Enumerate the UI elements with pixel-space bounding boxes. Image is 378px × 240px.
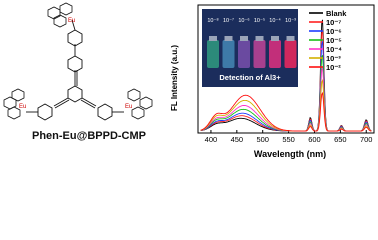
series-line [200,78,372,132]
x-tick-labels: 400 450 500 550 600 650 700 [205,130,373,144]
x-tick-label: 650 [334,135,347,144]
vial-label: 10⁻³ [285,18,296,24]
series-line [200,91,372,132]
x-tick-label: 550 [282,135,295,144]
vial [253,40,266,68]
vial-cap [271,36,279,41]
vial-label: 10⁻⁷ [223,17,234,24]
x-tick-label: 400 [205,135,218,144]
eu-label: Eu [19,104,26,110]
vial [207,40,219,68]
vial-label: 10⁻⁶ [238,17,249,24]
vial [284,40,297,68]
plot-area [200,19,372,132]
vial-label: 10⁻⁵ [254,17,265,24]
vial-cap [209,36,217,41]
legend-label: 10⁻³ [326,54,341,63]
x-tick-label: 700 [360,135,373,144]
legend-label: 10⁻² [326,63,341,72]
plot-frame [197,4,375,134]
vial [238,40,250,68]
vial-label: 10⁻⁴ [269,17,281,24]
legend-label: 10⁻⁴ [326,45,342,54]
eu-label: Eu [125,104,132,110]
molecular-structure: Eu Eu Eu [3,2,153,121]
y-axis-label: FL Intensity (a.u.) [170,45,179,111]
vial-cap [255,36,264,41]
x-tick-label: 450 [231,135,244,144]
legend-label: 10⁻⁷ [326,18,341,27]
material-label: Phen-Eu@BPPD-CMP [31,130,146,142]
eu-label: Eu [68,18,75,24]
vial-cap [240,36,248,41]
x-tick-label: 500 [256,135,269,144]
inset-annotation: Detection of Al3+ [219,73,281,82]
vial-cap [286,36,295,41]
x-tick-label: 600 [308,135,321,144]
vial-cap [224,36,233,41]
vial [269,40,281,68]
vial [222,40,235,68]
vial-photo-inset: 10⁻⁸ 10⁻⁷ 10⁻⁶ 10⁻⁵ 10⁻⁴ 10⁻³ Detection of Al… [202,9,298,87]
legend-label: 10⁻⁶ [326,27,342,36]
vial-label: 10⁻⁸ [207,17,218,24]
legend-label: Blank [326,9,347,18]
legend-label: 10⁻⁵ [326,36,342,45]
x-axis-label: Wavelength (nm) [254,149,326,159]
